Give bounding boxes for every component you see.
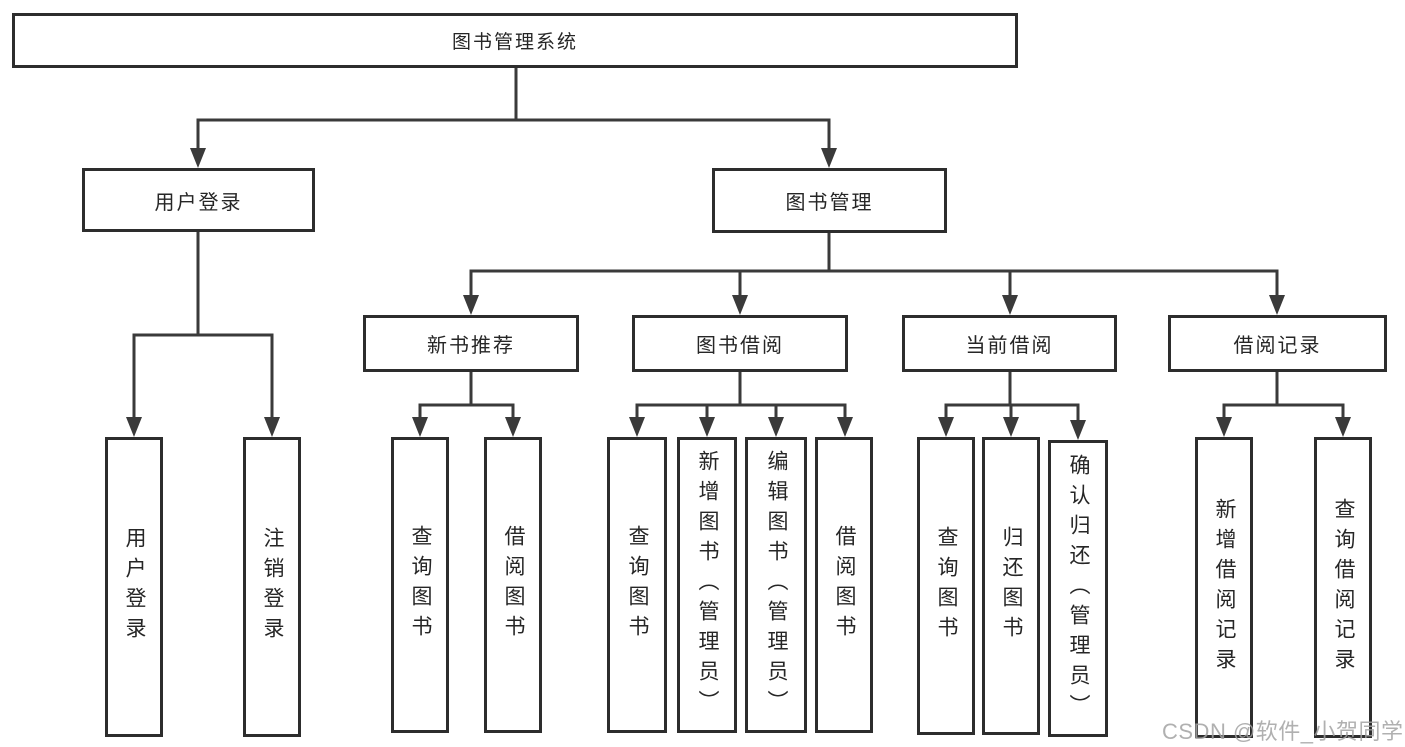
leaf-user-login-label: 用户登录 <box>123 527 146 647</box>
node-system-root: 图书管理系统 <box>12 13 1018 68</box>
connector-root <box>190 68 837 168</box>
node-book-borrow-label: 图书借阅 <box>696 335 784 357</box>
node-book-management: 图书管理 <box>712 168 947 233</box>
leaf-current-return-books-label: 归还图书 <box>1000 526 1023 646</box>
leaf-borrow-add-books-admin-label: 新增图书（管理员） <box>696 450 719 720</box>
leaf-logout: 注销登录 <box>243 437 301 737</box>
leaf-user-login: 用户登录 <box>105 437 163 737</box>
leaf-newbook-borrow-books-label: 借阅图书 <box>502 525 525 645</box>
leaf-current-confirm-return-admin-label: 确认归还（管理员） <box>1067 453 1090 724</box>
leaf-newbook-query-books: 查询图书 <box>391 437 449 733</box>
node-new-book-recommend-label: 新书推荐 <box>427 335 515 357</box>
connector-borrow-records <box>1216 372 1351 437</box>
node-system-root-label: 图书管理系统 <box>451 32 578 53</box>
node-new-book-recommend: 新书推荐 <box>363 315 579 372</box>
leaf-borrow-add-books-admin: 新增图书（管理员） <box>677 437 737 733</box>
connector-book-management <box>463 233 1285 315</box>
leaf-records-query-record: 查询借阅记录 <box>1314 437 1372 738</box>
leaf-borrow-query-books: 查询图书 <box>607 437 667 733</box>
leaf-current-query-books: 查询图书 <box>917 437 975 735</box>
leaf-newbook-borrow-books: 借阅图书 <box>484 437 542 733</box>
connector-new-book <box>412 372 521 437</box>
connector-user-login <box>126 232 280 437</box>
leaf-records-query-record-label: 查询借阅记录 <box>1332 497 1355 678</box>
leaf-current-confirm-return-admin: 确认归还（管理员） <box>1048 440 1108 737</box>
leaf-borrow-borrow-books-label: 借阅图书 <box>833 525 856 645</box>
leaf-current-query-books-label: 查询图书 <box>935 526 958 646</box>
node-current-borrow-label: 当前借阅 <box>965 335 1054 357</box>
node-book-borrow: 图书借阅 <box>632 315 848 372</box>
leaf-current-return-books: 归还图书 <box>982 437 1040 735</box>
node-current-borrow: 当前借阅 <box>902 315 1117 372</box>
leaf-records-add-record-label: 新增借阅记录 <box>1213 497 1236 678</box>
leaf-borrow-borrow-books: 借阅图书 <box>815 437 873 733</box>
leaf-newbook-query-books-label: 查询图书 <box>409 525 432 645</box>
leaf-borrow-query-books-label: 查询图书 <box>626 525 649 645</box>
connector-book-borrow <box>629 372 853 437</box>
csdn-watermark: CSDN @软件_小贺同学 <box>1162 719 1404 744</box>
leaf-records-add-record: 新增借阅记录 <box>1195 437 1253 738</box>
connector-current-borrow <box>938 372 1086 440</box>
leaf-borrow-edit-books-admin: 编辑图书（管理员） <box>745 437 807 733</box>
node-user-login: 用户登录 <box>82 168 315 232</box>
leaf-logout-label: 注销登录 <box>261 527 284 647</box>
node-book-management-label: 图书管理 <box>785 192 874 214</box>
leaf-borrow-edit-books-admin-label: 编辑图书（管理员） <box>765 450 788 720</box>
node-borrow-records-label: 借阅记录 <box>1233 335 1322 357</box>
node-borrow-records: 借阅记录 <box>1168 315 1387 372</box>
node-user-login-label: 用户登录 <box>154 191 243 214</box>
